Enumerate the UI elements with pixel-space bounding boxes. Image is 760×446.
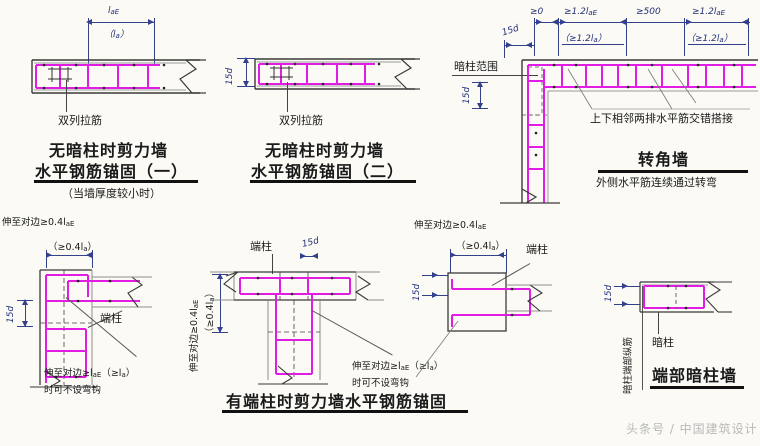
panel-end-column-mid: 伸至对边≥0.4laE （≥0.4la） 端柱 15d (180, 212, 443, 412)
title-rule-hidden-column (650, 386, 744, 389)
note-extend-opposite-left-paren: （≥0.4la） (48, 242, 98, 253)
panel-end-hidden-column: 15d 暗柱端部纵筋 暗柱 端部暗柱墙 (590, 250, 760, 446)
wall-section-2 (254, 58, 420, 90)
end-hidden-column-geometry (639, 281, 732, 313)
panel-title-corner: 转角墙 (638, 150, 690, 169)
dim-la-paren: （la） (104, 30, 129, 40)
note-bottom-mid-2: 时可不设弯钩 (352, 378, 410, 389)
panel-title-1b: 水平钢筋锚固（一） (35, 162, 189, 181)
callout-double-ties-2: 双列拉筋 (279, 114, 323, 127)
note-extend-opposite-left: 伸至对边≥0.4laE (2, 217, 75, 228)
panel-title-hidden-column: 端部暗柱墙 (652, 366, 738, 385)
note-bottom-left-2: 时可不设弯钩 (44, 385, 102, 396)
panel-end-column-left: 伸至对边≥0.4laE （≥0.4la） 15d (0, 205, 205, 405)
callout-double-ties-1: 双列拉筋 (58, 114, 102, 127)
label-hidden-column-range: 暗柱范围 (454, 60, 498, 73)
panel-title-2b: 水平钢筋锚固（二） (251, 162, 405, 181)
wall-section-1 (31, 59, 206, 94)
title-rule-1 (34, 180, 198, 183)
panel-title-1: 无暗柱时剪力墙 (49, 141, 169, 160)
group-title-end-column: 有端柱时剪力墙水平钢筋锚固 (226, 392, 448, 411)
panel-subtitle-corner: 外侧水平筋连续通过转弯 (596, 176, 717, 189)
end-column-right-geometry (415, 272, 552, 378)
note-staggered-lap: 上下相邻两排水平筋交错搭接 (590, 112, 733, 125)
callout-end-column-mid: 端柱 (250, 240, 272, 253)
end-column-left-geometry (30, 269, 152, 388)
watermark: 头条号 / 中国建筑设计 (626, 422, 758, 436)
dim-corner-3: ≥1.2laE (692, 7, 726, 17)
callout-end-column-left: 端柱 (100, 312, 122, 325)
corner-wall-geometry (500, 59, 758, 204)
title-rule-corner (598, 170, 748, 173)
dim-corner-1: ≥1.2laE (564, 7, 598, 17)
note-bottom-mid: 伸至对边≥laE（≥la） (352, 361, 444, 372)
panel-title-2: 无暗柱时剪力墙 (265, 141, 385, 160)
title-rule-2 (250, 180, 416, 183)
callout-hidden-column: 暗柱 (652, 336, 674, 349)
dim-corner-2: ≥500 (636, 7, 661, 17)
panel-wall-no-column-2: 15d (215, 0, 440, 200)
panel-corner-wall: ≥0 ≥1.2laE ≥500 ≥1.2laE （≥1.2la） （≥1.2la… (440, 0, 760, 210)
dim-15d-mid: 15d (301, 236, 321, 250)
note-extend-opposite-right-paren: （≥0.4la） (456, 241, 506, 252)
group-title-rule (222, 410, 468, 413)
end-column-mid-geometry (210, 271, 384, 385)
dim-15d-corner-top: 15d (500, 23, 521, 39)
callout-end-column-right: 端柱 (526, 243, 548, 256)
panel-subtitle-1: （当墙厚度较小时） (62, 187, 161, 200)
dim-corner-0: ≥0 (530, 7, 544, 17)
note-bottom-left: 伸至对边≥laE（≥la） (44, 368, 136, 379)
note-extend-opposite-right: 伸至对边≥0.4laE (414, 220, 487, 231)
dim-la-e: laE (108, 6, 120, 16)
dim-corner-lower-2: （≥1.2la） (686, 34, 733, 44)
panel-wall-no-column-1: laE （la） (0, 0, 230, 200)
dim-corner-lower-1: （≥1.2la） (560, 34, 607, 44)
panel-end-column-right: 伸至对边≥0.4laE （≥0.4la） 端柱 15d (380, 205, 610, 395)
